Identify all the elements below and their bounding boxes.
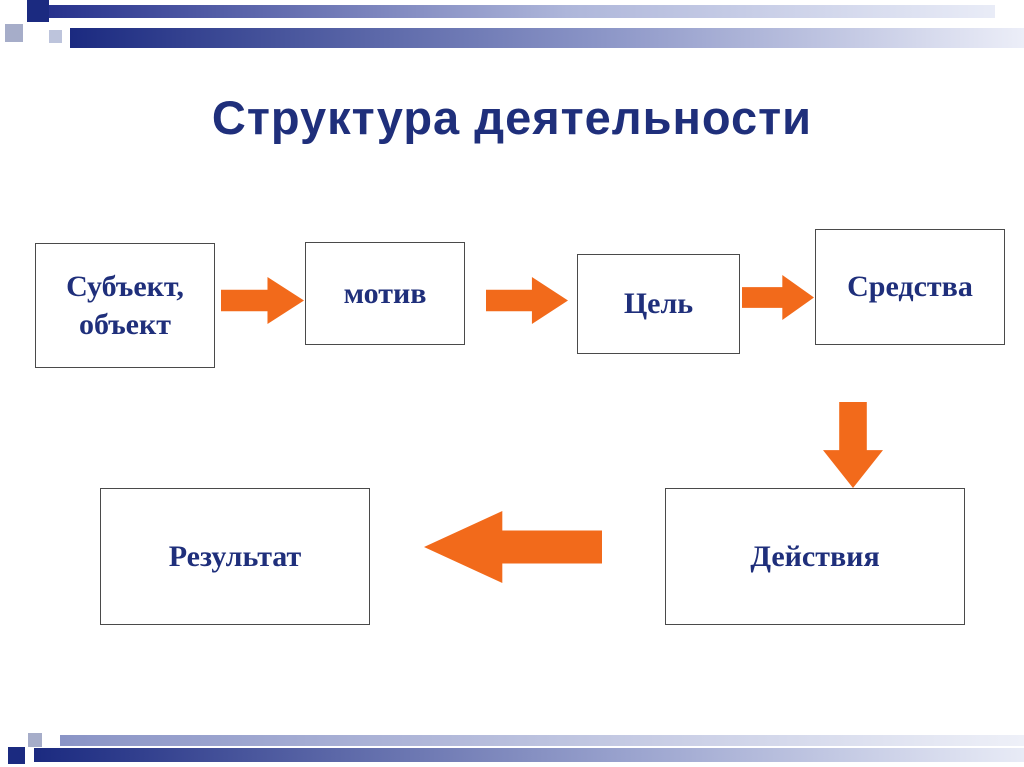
box-motive-label: мотив	[343, 276, 427, 310]
decor-bottom-square-navy	[8, 747, 25, 764]
box-subject-object-label: Субъект, объект	[66, 270, 184, 341]
decor-bottom-square-gray	[28, 733, 42, 747]
decor-top-bar-thin	[45, 5, 995, 18]
decor-bottom-bar-thin	[60, 735, 1024, 746]
box-result-label: Результат	[168, 539, 302, 573]
arrow-motive-to-goal-icon	[486, 277, 568, 324]
box-goal: Цель	[577, 254, 740, 354]
box-means-label: Средства	[847, 270, 973, 304]
box-motive: мотив	[305, 242, 465, 345]
box-result: Результат	[100, 488, 370, 625]
decor-square-navy	[27, 0, 49, 22]
slide-title: Структура деятельности	[211, 91, 813, 144]
decor-square-gray-small	[49, 30, 62, 43]
decor-bottom-bar-thick	[34, 748, 1024, 762]
box-actions: Действия	[665, 488, 965, 625]
arrow-means-to-actions-icon	[823, 402, 883, 488]
decor-top-bar-thick	[70, 28, 1024, 48]
box-means: Средства	[815, 229, 1005, 345]
arrow-actions-to-result-icon	[424, 511, 602, 583]
box-actions-label: Действия	[750, 539, 880, 573]
box-subject-object: Субъект, объект	[35, 243, 215, 368]
arrow-subject-to-motive-icon	[221, 277, 304, 324]
box-goal-label: Цель	[623, 287, 694, 321]
decor-square-gray	[5, 24, 23, 42]
arrow-goal-to-means-icon	[742, 275, 814, 320]
